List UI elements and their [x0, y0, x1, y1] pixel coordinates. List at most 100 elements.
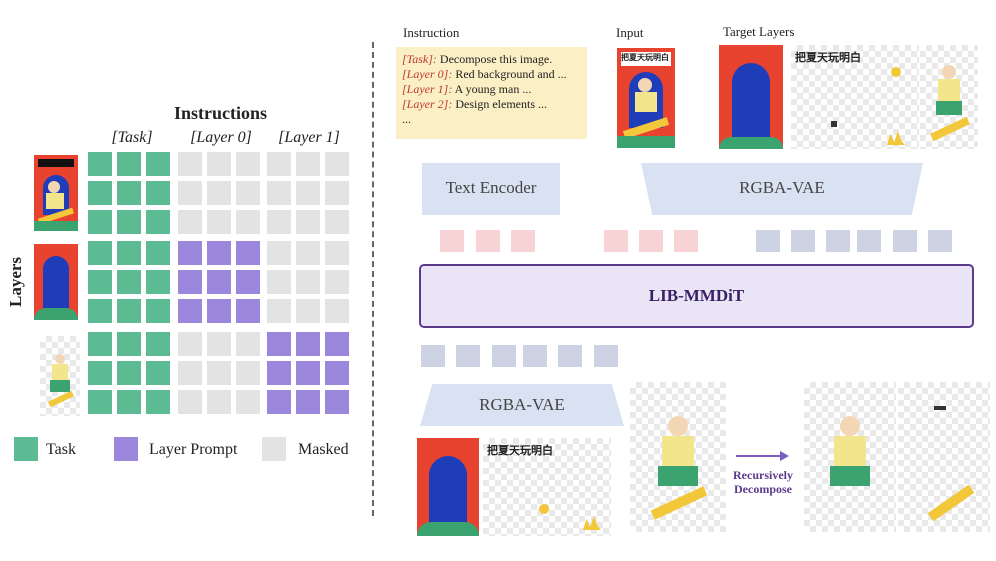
attention-cell — [117, 270, 141, 294]
attention-cell — [267, 390, 291, 414]
text-token — [476, 230, 500, 252]
attention-cell — [325, 181, 349, 205]
attention-cell — [146, 361, 170, 385]
attention-cell — [267, 181, 291, 205]
instruction-line-ellipsis: ... — [402, 112, 411, 126]
attention-cell — [146, 332, 170, 356]
target-layer-design-elements: 把夏天玩明白 — [791, 45, 919, 149]
attention-cell — [88, 299, 112, 323]
output-layer-design-elements: 把夏天玩明白 — [483, 438, 611, 536]
attention-cell — [207, 181, 231, 205]
image-token — [857, 230, 881, 252]
column-label-task: [Task] — [111, 129, 153, 146]
attention-cell — [325, 152, 349, 176]
target-layers-title: Target Layers — [723, 24, 795, 39]
attention-cell — [88, 210, 112, 234]
attention-cell — [117, 390, 141, 414]
attention-cell — [267, 361, 291, 385]
attention-cell — [236, 270, 260, 294]
attention-cell — [325, 241, 349, 265]
attention-cell — [146, 241, 170, 265]
text-encoder-label: Text Encoder — [445, 178, 537, 197]
attention-cell — [117, 332, 141, 356]
attention-cell — [146, 152, 170, 176]
rgba-vae-decoder-label: RGBA-VAE — [479, 395, 565, 414]
attention-cell — [207, 152, 231, 176]
attention-cell — [178, 241, 202, 265]
attention-cell — [117, 241, 141, 265]
output-image-token — [523, 345, 547, 367]
attention-cell — [178, 152, 202, 176]
row-thumbnail-background-layer — [34, 244, 78, 320]
text-encoder-box: Text Encoder — [422, 163, 560, 215]
attention-cell — [296, 241, 320, 265]
attention-cell — [296, 270, 320, 294]
text-token — [639, 230, 663, 252]
attention-cell — [325, 210, 349, 234]
attention-cell — [296, 152, 320, 176]
attention-cell — [146, 299, 170, 323]
attention-cell — [236, 210, 260, 234]
target-layer-background — [719, 45, 783, 149]
rgba-vae-encoder-box: RGBA-VAE — [641, 163, 923, 215]
image-token — [893, 230, 917, 252]
attention-cell — [296, 299, 320, 323]
attention-cell — [236, 361, 260, 385]
attention-cell — [267, 332, 291, 356]
recursive-arrow-icon — [780, 451, 789, 461]
output-image-token — [421, 345, 445, 367]
rgba-vae-encoder-label: RGBA-VAE — [739, 178, 825, 197]
attention-cell — [117, 299, 141, 323]
attention-cell — [267, 270, 291, 294]
attention-cell — [296, 210, 320, 234]
attention-cell — [207, 332, 231, 356]
attention-cell — [146, 210, 170, 234]
input-poster-title: 把夏天玩明白 — [621, 53, 669, 62]
attention-cell — [88, 181, 112, 205]
attention-cell — [117, 152, 141, 176]
attention-cell — [267, 152, 291, 176]
target-layer-skater — [920, 45, 978, 149]
instruction-box: [Task]: Decompose this image. [Layer 0]:… — [396, 47, 587, 139]
output-image-token — [594, 345, 618, 367]
output-image-token — [456, 345, 480, 367]
attention-cell — [236, 390, 260, 414]
attention-title: Instructions — [174, 103, 268, 123]
image-token — [826, 230, 850, 252]
instruction-title: Instruction — [403, 25, 460, 40]
panel-divider — [372, 42, 374, 516]
column-label-layer-0: [Layer 0] — [190, 129, 252, 146]
lib-mmdit-block: LIB-MMDiT — [419, 264, 974, 328]
attention-cell — [146, 390, 170, 414]
input-title: Input — [616, 25, 644, 40]
text-token — [604, 230, 628, 252]
attention-cell — [178, 210, 202, 234]
legend-label-masked: Masked — [298, 441, 349, 458]
legend-label-layer-prompt: Layer Prompt — [149, 441, 238, 458]
row-axis-label: Layers — [6, 256, 26, 308]
attention-cell — [178, 270, 202, 294]
attention-cell — [178, 361, 202, 385]
attention-cell — [207, 361, 231, 385]
attention-cell — [236, 152, 260, 176]
attention-cell — [178, 390, 202, 414]
attention-cell — [146, 270, 170, 294]
target-layer-title-text: 把夏天玩明白 — [795, 51, 861, 64]
instruction-line-task: [Task]: Decompose this image. — [402, 52, 553, 66]
attention-cell — [296, 390, 320, 414]
image-token — [756, 230, 780, 252]
output-image-token — [492, 345, 516, 367]
attention-cell — [207, 299, 231, 323]
attention-cell — [267, 241, 291, 265]
legend-swatch-task — [14, 437, 38, 461]
lib-mmdit-label: LIB-MMDiT — [648, 286, 745, 305]
legend-swatch-masked — [262, 437, 286, 461]
attention-cell — [88, 361, 112, 385]
attention-cell — [236, 299, 260, 323]
recursive-decompose-label: Recursively Decompose — [733, 468, 793, 496]
attention-cell — [207, 270, 231, 294]
attention-cell — [236, 332, 260, 356]
output-layer-skater-with-board — [630, 382, 726, 532]
attention-cell — [146, 181, 170, 205]
attention-cell — [178, 299, 202, 323]
